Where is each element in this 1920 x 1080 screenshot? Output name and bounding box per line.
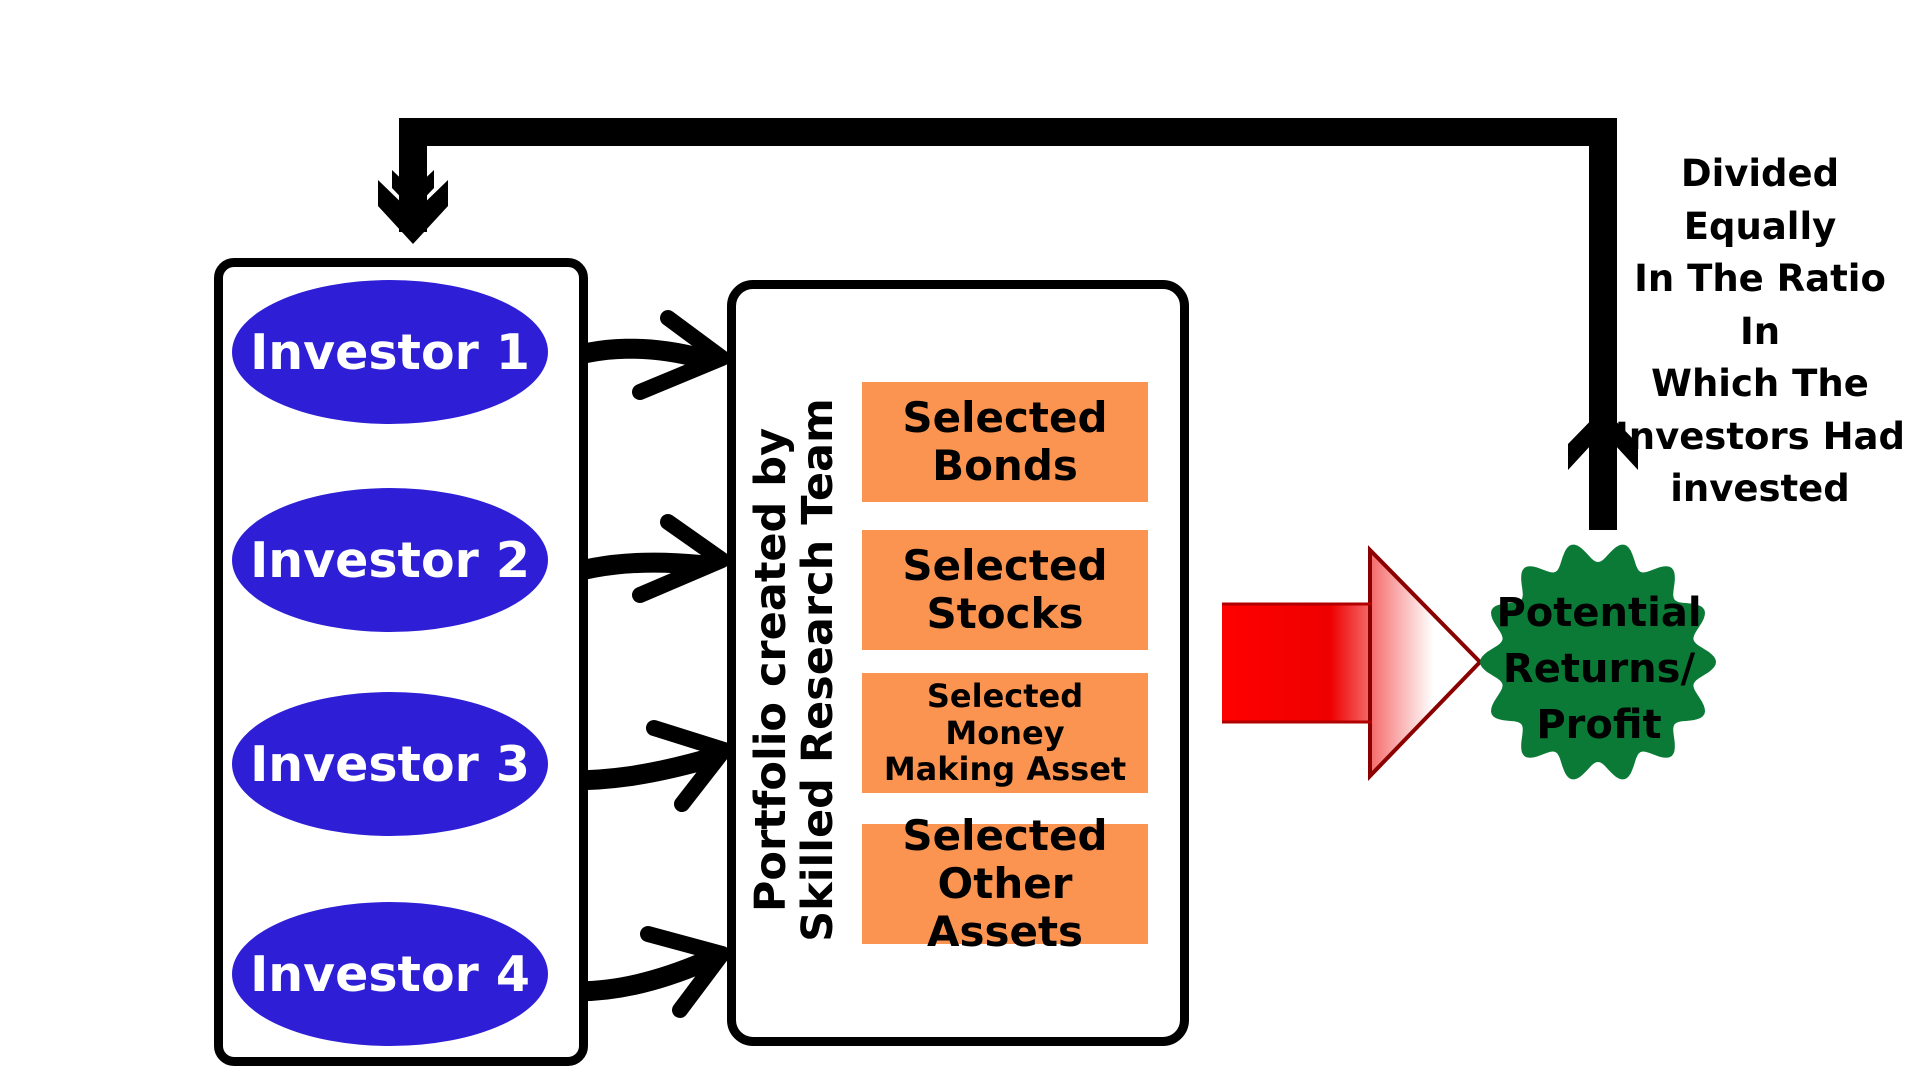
chevron-down-icon xyxy=(378,180,448,244)
investor-3: Investor 3 xyxy=(232,692,548,836)
chevron-up-icon xyxy=(1568,408,1638,470)
investor-label: Investor 4 xyxy=(250,945,530,1003)
investor-label: Investor 3 xyxy=(250,735,530,793)
asset-bonds: Selected Bonds xyxy=(862,382,1148,502)
investor-label: Investor 2 xyxy=(250,531,530,589)
investor-2: Investor 2 xyxy=(232,488,548,632)
profit-badge xyxy=(1480,544,1716,780)
asset-label: Selected Money Making Asset xyxy=(883,676,1127,789)
profit-label: Potential Returns/ Profit xyxy=(1496,590,1702,748)
investor-label: Investor 1 xyxy=(250,323,530,381)
feedback-loop-arrow xyxy=(378,118,1638,530)
investor-1: Investor 1 xyxy=(232,280,548,424)
big-red-arrow xyxy=(1222,545,1483,781)
asset-stocks: Selected Stocks xyxy=(862,530,1148,650)
asset-label: Selected Stocks xyxy=(902,540,1108,638)
distribution-note: Divided Equally In The Ratio In Which Th… xyxy=(1614,152,1906,511)
asset-other: Selected Other Assets xyxy=(862,811,1148,956)
asset-money-making: Selected Money Making Asset xyxy=(862,673,1148,793)
portfolio-label: Portfolio created by Skilled Research Te… xyxy=(746,398,844,942)
asset-label: Selected Bonds xyxy=(902,392,1108,490)
asset-label: Selected Other Assets xyxy=(902,810,1108,957)
investor-4: Investor 4 xyxy=(232,902,548,1046)
